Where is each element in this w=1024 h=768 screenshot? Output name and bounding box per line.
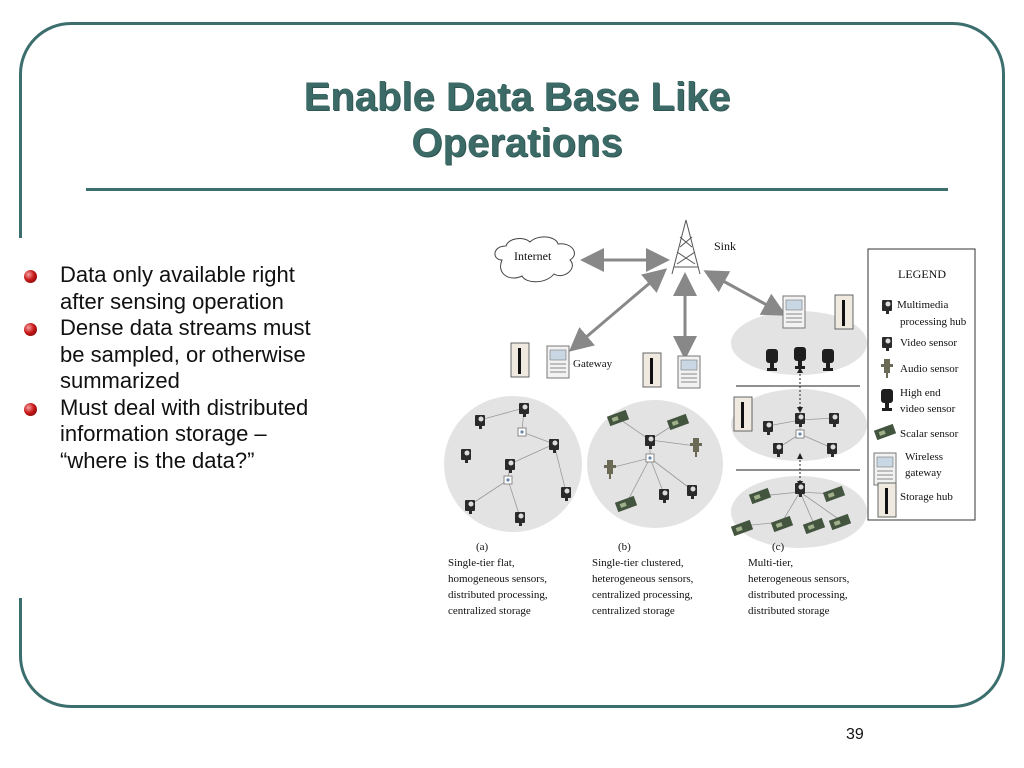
caption-line: distributed processing, — [748, 589, 848, 601]
legend-label: Storage hub — [900, 491, 953, 503]
bullet-line: be sampled, or otherwise — [60, 341, 306, 367]
bullet-dot-icon — [24, 270, 37, 283]
wireless-gateway-icon — [873, 452, 897, 486]
legend-label: Scalar sensor — [900, 428, 959, 440]
legend-label: gateway — [905, 467, 942, 479]
caption-line: homogeneous sensors, — [448, 573, 547, 585]
caption-c: (c) Multi-tier, heterogeneous sensors, d… — [748, 541, 850, 617]
legend-label: video sensor — [900, 403, 956, 415]
title-line-2: Operations — [411, 121, 623, 165]
caption-line: centralized processing, — [592, 589, 693, 601]
bullet-line: Data only available right — [60, 262, 295, 287]
storage-hub-icon — [510, 342, 530, 378]
multimedia-hub-icon — [503, 475, 513, 485]
multimedia-hub-icon — [517, 427, 527, 437]
bullet-item: Data only available right after sensing … — [22, 262, 422, 315]
caption-line: Single-tier flat, — [448, 557, 515, 569]
slide-title: Enable Data Base Like Operations — [150, 74, 884, 166]
storage-hub-icon — [834, 294, 854, 330]
caption-line: distributed processing, — [448, 589, 548, 601]
wireless-gateway-icon — [546, 345, 570, 379]
legend-label: High end — [900, 387, 941, 399]
sink-tower-icon — [671, 219, 701, 275]
multimedia-hub-icon — [795, 429, 805, 439]
caption-line: heterogeneous sensors, — [592, 573, 694, 585]
caption-line: heterogeneous sensors, — [748, 573, 850, 585]
caption-a: (a) Single-tier flat, homogeneous sensor… — [448, 541, 548, 617]
caption-tag: (c) — [772, 541, 785, 553]
internet-cloud-icon — [494, 236, 575, 283]
bullet-line: information storage – — [60, 421, 267, 446]
sink-label: Sink — [714, 239, 736, 253]
legend-box: LEGEND Multimedia processing hub Video s… — [867, 248, 976, 521]
legend-label: Wireless — [905, 451, 943, 463]
legend-label: processing hub — [900, 316, 967, 328]
wireless-gateway-icon — [782, 295, 806, 329]
storage-hub-icon — [733, 396, 753, 432]
caption-line: distributed storage — [748, 605, 830, 617]
bullet-line: summarized — [60, 368, 180, 393]
storage-hub-icon — [877, 482, 897, 518]
wireless-gateway-icon — [677, 355, 701, 389]
title-line-1: Enable Data Base Like — [303, 75, 731, 119]
bullet-item: Dense data streams must be sampled, or o… — [22, 315, 422, 395]
bullet-line: Must deal with distributed — [60, 394, 309, 420]
bullet-line: “where is the data?” — [60, 447, 255, 473]
network-diagram: Internet Sink Gateway — [444, 219, 976, 617]
caption-line: Multi-tier, — [748, 557, 793, 569]
page-number: 39 — [846, 726, 864, 743]
caption-tag: (a) — [476, 541, 489, 553]
legend-label: Multimedia — [897, 299, 948, 311]
multimedia-hub-icon — [645, 453, 655, 463]
legend-label: Video sensor — [900, 337, 957, 349]
caption-line: centralized storage — [592, 605, 675, 617]
caption-tag: (b) — [618, 541, 631, 553]
storage-hub-icon — [642, 352, 662, 388]
bullet-line: Dense data streams must — [60, 315, 311, 340]
legend-title: LEGEND — [898, 267, 946, 281]
gateway-label: Gateway — [573, 358, 613, 370]
bullet-line: after sensing operation — [60, 288, 284, 314]
bullet-dot-icon — [24, 323, 37, 336]
caption-b: (b) Single-tier clustered, heterogeneous… — [592, 541, 694, 617]
bullet-item: Must deal with distributed information s… — [22, 395, 422, 475]
bullet-list: Data only available right after sensing … — [22, 262, 422, 474]
caption-line: Single-tier clustered, — [592, 557, 684, 569]
legend-label: Audio sensor — [900, 363, 959, 375]
bullet-dot-icon — [24, 402, 37, 416]
title-underline — [86, 188, 948, 191]
internet-label: Internet — [514, 249, 552, 263]
caption-line: centralized storage — [448, 605, 531, 617]
